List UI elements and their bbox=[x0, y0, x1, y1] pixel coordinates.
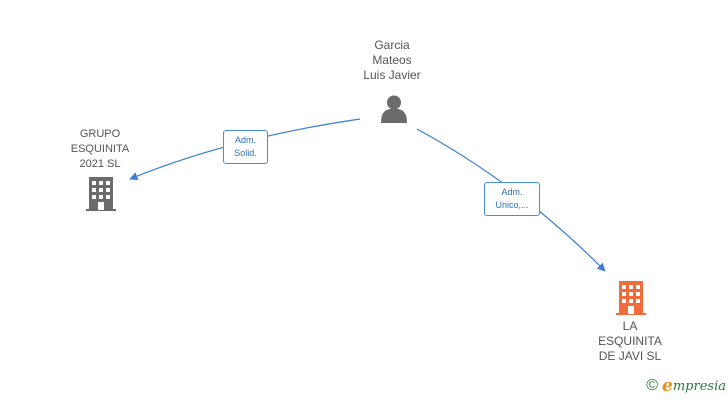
esquinita-name-line: DE JAVI SL bbox=[598, 349, 662, 363]
grupo-name-line: ESQUINITA bbox=[70, 143, 130, 155]
esquinita-name-line: ESQUINITA bbox=[598, 334, 662, 348]
edge-label-adm-solid[interactable]: Adm. Solid. bbox=[223, 130, 268, 164]
person-node-label[interactable]: Garcia Mateos Luis Javier bbox=[342, 38, 442, 83]
edge-label-line: Solid. bbox=[234, 148, 257, 158]
esquinita-name-line: LA bbox=[622, 319, 638, 333]
brand-name: mpresia bbox=[672, 378, 726, 394]
building-icon[interactable] bbox=[86, 177, 116, 211]
empresia-logo: © e mpresia bbox=[646, 376, 726, 396]
person-name-line: Garcia bbox=[374, 38, 410, 52]
grupo-name-line: 2021 SL bbox=[79, 158, 121, 170]
person-name-line: Mateos bbox=[372, 53, 412, 67]
copyright-icon: © bbox=[646, 377, 659, 394]
edge-label-line: Adm. bbox=[234, 135, 256, 145]
edge-label-adm-unico[interactable]: Adm. Unico,... bbox=[484, 182, 540, 216]
person-icon[interactable] bbox=[381, 95, 407, 124]
building-icon[interactable] bbox=[616, 281, 646, 315]
brand-initial: e bbox=[662, 376, 673, 396]
person-name-line: Luis Javier bbox=[363, 68, 421, 82]
grupo-name-line: GRUPO bbox=[79, 128, 121, 140]
esquinita-node-label[interactable]: LA ESQUINITA DE JAVI SL bbox=[578, 319, 682, 364]
edge-label-line: Adm. bbox=[501, 187, 523, 197]
edge-label-line: Unico,... bbox=[495, 200, 529, 210]
grupo-node-label[interactable]: GRUPO ESQUINITA 2021 SL bbox=[50, 127, 150, 172]
